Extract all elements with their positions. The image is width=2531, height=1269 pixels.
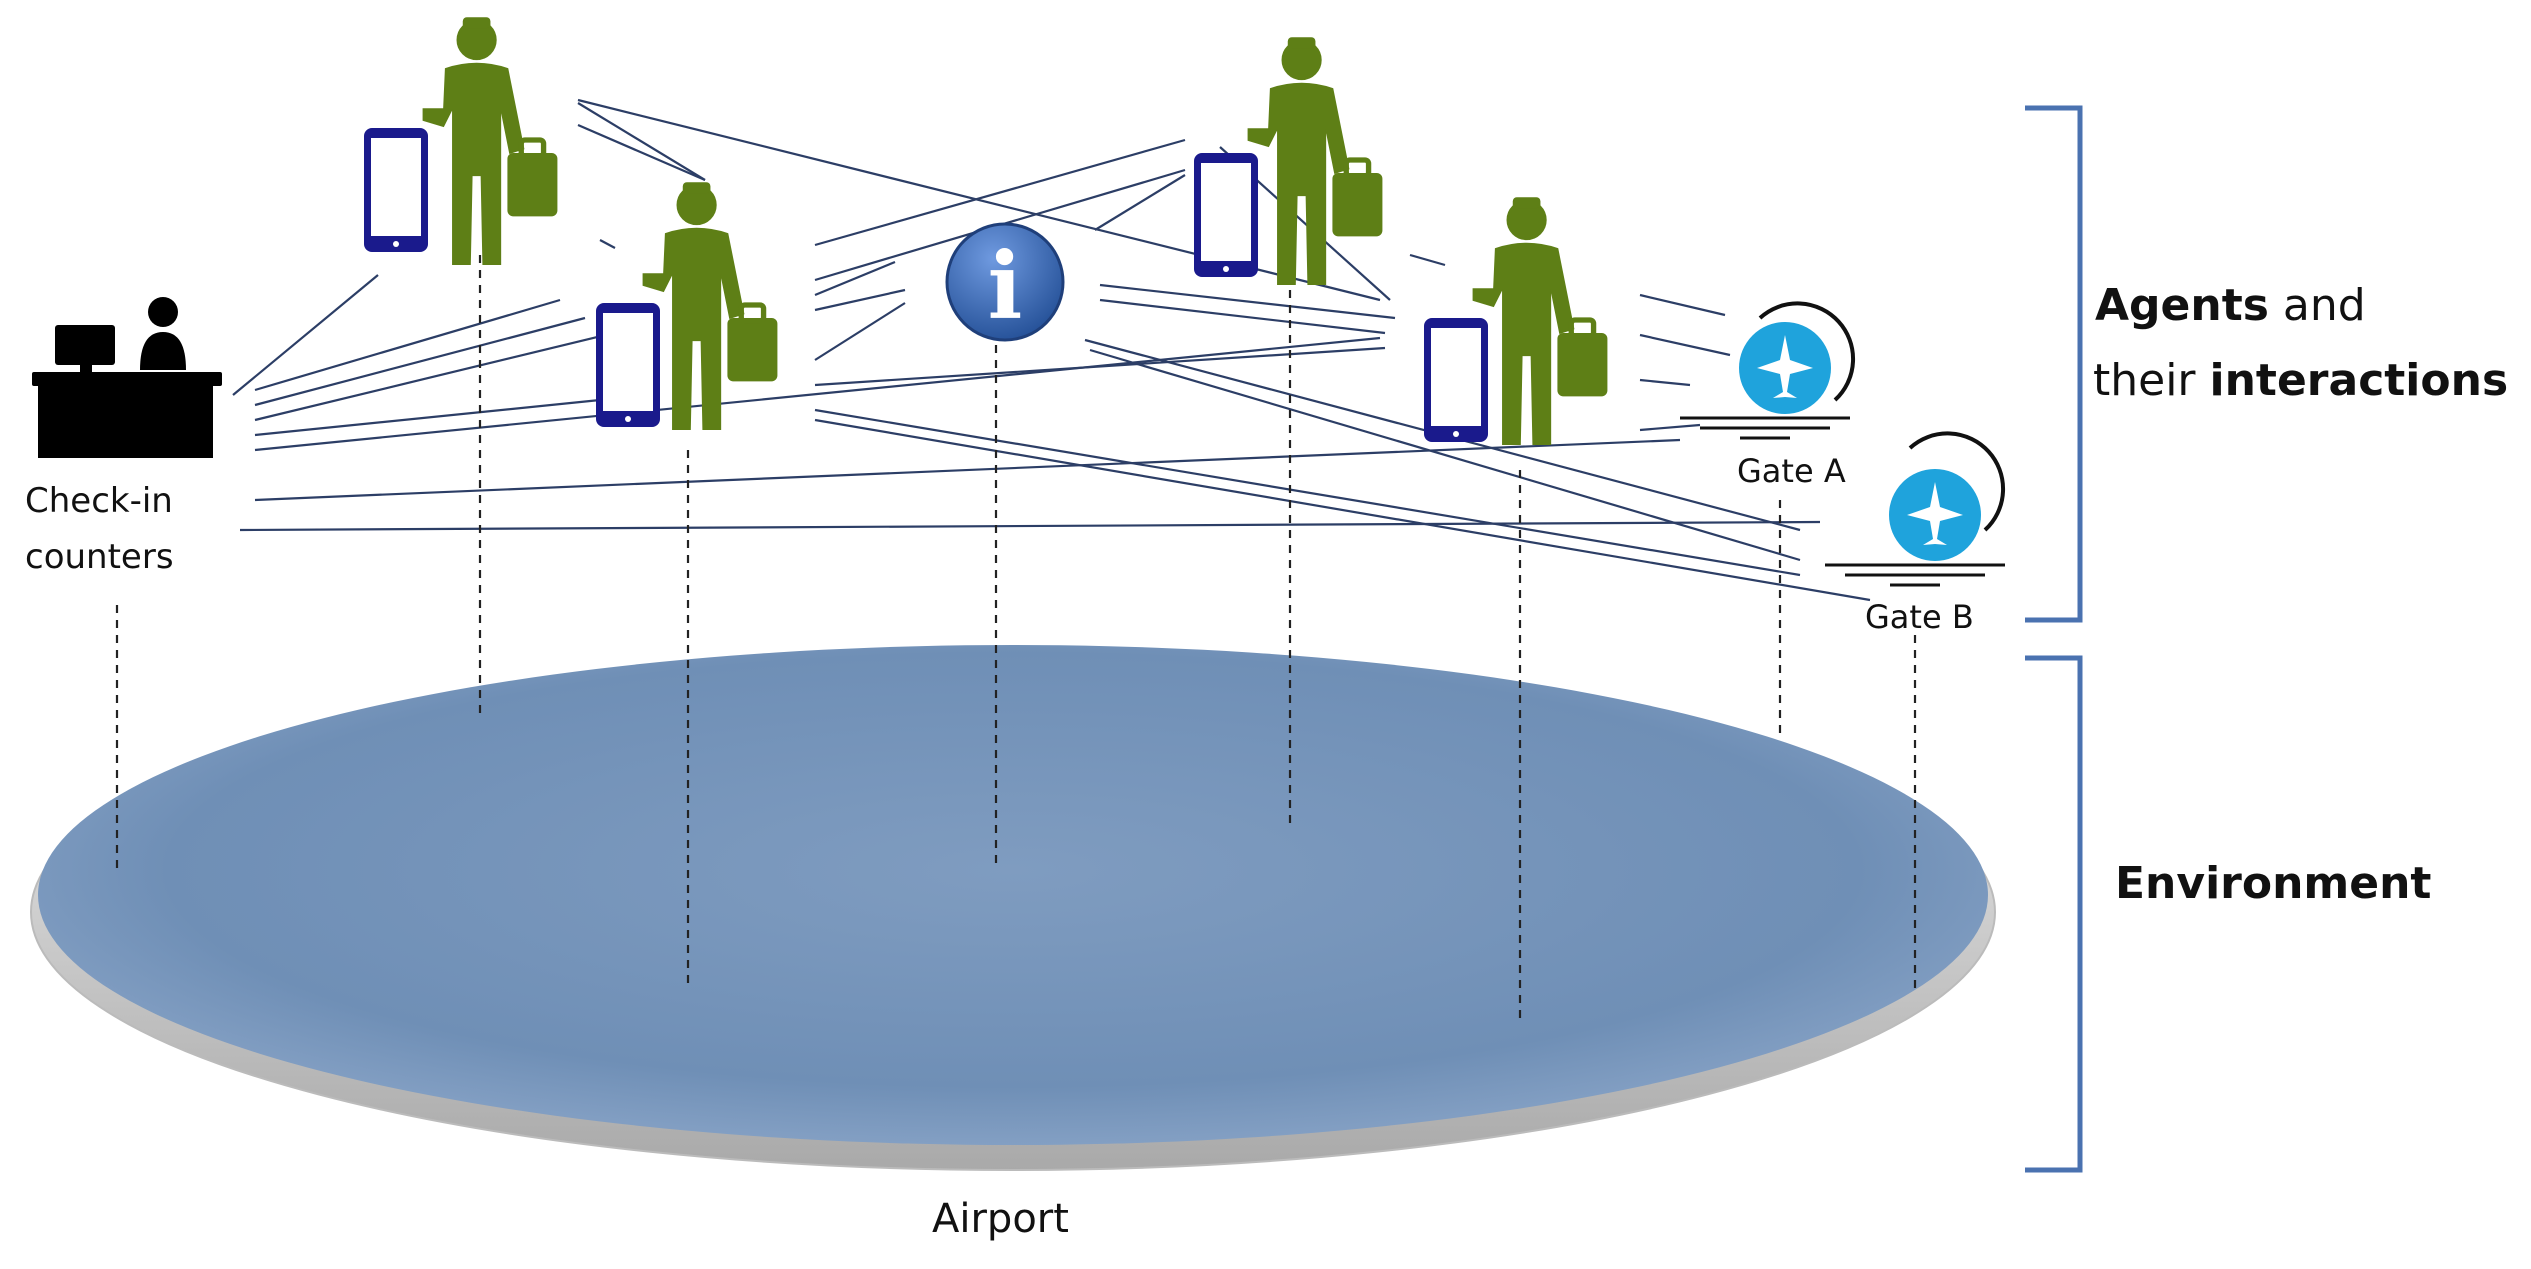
information-icon: i xyxy=(945,222,1065,342)
environment-label: Environment xyxy=(2115,858,2431,909)
agents-bracket xyxy=(2025,105,2083,623)
gate-b-label: Gate B xyxy=(1865,598,1974,636)
environment-bracket xyxy=(2025,655,2083,1173)
passenger-with-luggage-icon xyxy=(1424,198,1607,445)
check-in-label-line-2: counters xyxy=(25,537,174,577)
passenger-with-luggage-icon xyxy=(364,18,557,265)
and-word: and xyxy=(2269,280,2366,331)
agents-heading-line-1: Agents and xyxy=(2095,280,2366,331)
check-in-label-line-1: Check-in xyxy=(25,481,173,521)
gate-a-label: Gate A xyxy=(1737,452,1846,490)
airport-label: Airport xyxy=(932,1196,1069,1242)
smartphone-icon xyxy=(1424,318,1488,442)
check-in-desk-icon xyxy=(32,297,222,458)
projection-lines xyxy=(115,255,1917,1025)
smartphone-icon xyxy=(364,128,428,252)
agents-word: Agents xyxy=(2095,280,2269,331)
smartphone-icon xyxy=(596,303,660,427)
airplane-gate-icon xyxy=(1825,431,2006,587)
airplane-gate-icon xyxy=(1680,301,1856,440)
passenger-with-luggage-icon xyxy=(1194,38,1382,285)
their-word: their xyxy=(2093,355,2210,406)
info-glyph: i xyxy=(988,232,1023,340)
smartphone-icon xyxy=(1194,153,1258,277)
environment-disc xyxy=(30,645,1996,1171)
interactions-word: interactions xyxy=(2210,355,2509,406)
passenger-with-luggage-icon xyxy=(596,183,777,430)
agents-heading-line-2: their interactions xyxy=(2093,355,2508,406)
